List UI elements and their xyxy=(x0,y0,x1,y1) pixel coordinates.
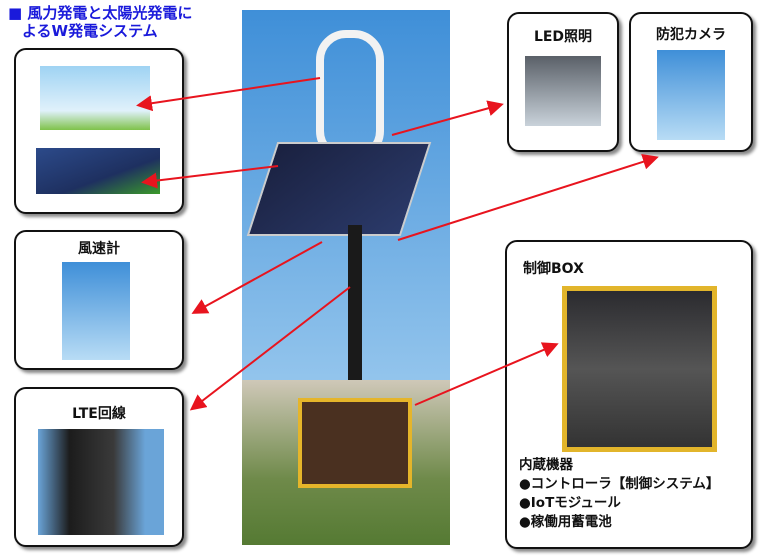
security-camera-image xyxy=(657,50,725,140)
arrow-anemometer xyxy=(191,241,323,314)
contents-title: 内蔵機器 xyxy=(519,457,573,473)
lte-module-image xyxy=(38,429,164,535)
led-box: LED照明 xyxy=(507,12,619,152)
contents-item: ●コントローラ【制御システム】 xyxy=(519,476,720,492)
lte-label: LTE回線 xyxy=(72,406,126,422)
contents-item: ●IoTモジュール xyxy=(519,495,621,511)
page-title: ■ 風力発電と太陽光発電に よるW発電システム xyxy=(8,4,192,40)
arrow-solar xyxy=(141,165,279,189)
lte-box: LTE回線 xyxy=(14,387,184,547)
control-box-photo xyxy=(298,398,412,488)
arrow-camera xyxy=(397,154,659,241)
solar-panel-image xyxy=(36,148,160,194)
led-light-image xyxy=(525,56,601,126)
arrow-led xyxy=(391,100,504,136)
anemometer-image xyxy=(62,262,130,360)
wind-turbine-image xyxy=(40,66,150,130)
title-line-1: ■ 風力発電と太陽光発電に xyxy=(8,4,193,22)
contents-list: 内蔵機器 ●コントローラ【制御システム】 ●IoTモジュール ●稼働用蓄電池 xyxy=(519,456,719,532)
anemometer-box: 風速計 xyxy=(14,230,184,370)
control-box-label: 制御BOX xyxy=(523,261,584,277)
arrow-control-box xyxy=(414,342,559,406)
anemometer-label: 風速計 xyxy=(78,241,120,257)
camera-label: 防犯カメラ xyxy=(656,27,726,43)
arrow-lte xyxy=(189,286,351,411)
led-label: LED照明 xyxy=(533,29,593,45)
contents-item: ●稼働用蓄電池 xyxy=(519,514,612,530)
pole-photo xyxy=(242,10,450,545)
camera-box: 防犯カメラ xyxy=(629,12,753,152)
wind-solar-box xyxy=(14,48,184,214)
title-line-2: よるW発電システム xyxy=(22,22,158,40)
arrow-wind xyxy=(136,77,321,112)
control-box: 制御BOX 内蔵機器 ●コントローラ【制御システム】 ●IoTモジュール ●稼働… xyxy=(505,240,753,549)
control-box-image xyxy=(562,286,717,452)
